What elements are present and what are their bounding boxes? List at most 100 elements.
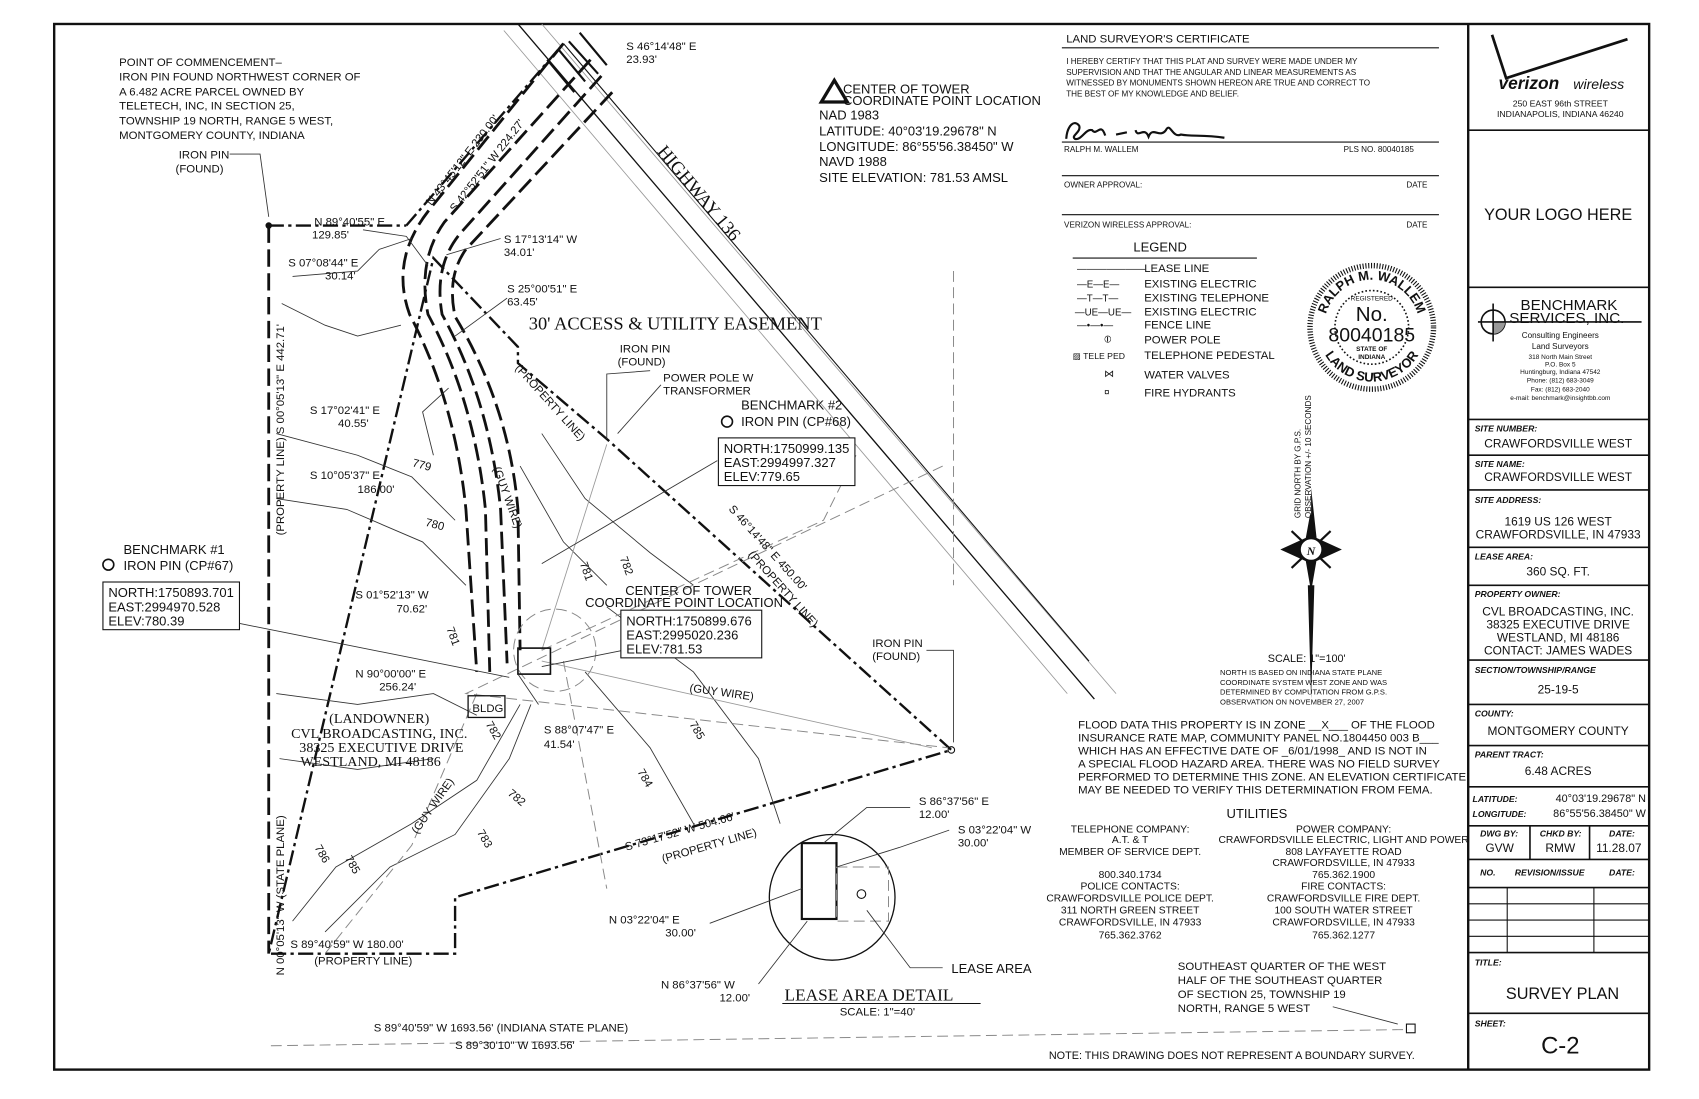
- distance-label: 129.85': [312, 230, 349, 242]
- legend-label: FIRE HYDRANTS: [1144, 388, 1236, 400]
- site-linework: [229, 23, 1416, 1047]
- center-of-tower-box: CENTER OF TOWER COORDINATE POINT LOCATIO…: [585, 583, 783, 659]
- surveyor-certificate: LAND SURVEYOR'S CERTIFICATE I HEREBY CER…: [1061, 33, 1439, 230]
- section-note: SOUTHEAST QUARTER OF THE WEST HALF OF TH…: [1178, 961, 1386, 1015]
- verizon-address: 250 EAST 96th STREET: [1513, 98, 1609, 108]
- benchmark-2: BENCHMARK #2 IRON PIN (CP#68) NORTH:1750…: [717, 398, 856, 487]
- flood-data-note: FLOOD DATA THIS PROPERTY IS IN ZONE __X_…: [1078, 719, 1466, 796]
- legend-label: EXISTING TELEPHONE: [1144, 292, 1269, 304]
- legend-label: TELEPHONE PEDESTAL: [1144, 350, 1274, 362]
- fire-line: CRAWFORDSVILLE FIRE DEPT.: [1267, 894, 1420, 905]
- certificate-text: THE BEST OF MY KNOWLEDGE AND BELIEF.: [1066, 90, 1239, 99]
- tower-note-title: CENTER OF TOWER: [843, 81, 970, 96]
- property-owner-value: WESTLAND, MI 48186: [1497, 631, 1620, 645]
- property-line-label: (PROPERTY LINE): [512, 363, 587, 444]
- contour-label: 783: [474, 828, 494, 850]
- utilities: UTILITIES TELEPHONE COMPANY: A.T. & T ME…: [1046, 806, 1468, 941]
- telephone-pedestal-icon: ▨ TELE PED: [1073, 351, 1125, 361]
- power-pole-icon: ⦶: [1103, 335, 1111, 346]
- lease-detail-circle: [768, 833, 896, 961]
- boundary-survey-note: NOTE: THIS DRAWING DOES NOT REPRESENT A …: [1049, 1050, 1415, 1062]
- bearing-label: S 46°14'48" E: [626, 41, 697, 53]
- benchmark-title: BENCHMARK #1: [124, 542, 225, 557]
- benchmark-line: 318 North Main Street: [1529, 354, 1593, 361]
- checked-by-value: RMW: [1545, 841, 1576, 855]
- distance-label: 34.01': [504, 247, 535, 259]
- power-line: CRAWFORDSVILLE ELECTRIC, LIGHT AND POWER: [1218, 835, 1468, 846]
- property-owner-value: 38325 EXECUTIVE DRIVE: [1486, 618, 1630, 632]
- certificate-text: WITNESSED BY MONUMENTS SHOWN HEREON ARE …: [1066, 79, 1370, 88]
- lease-area-value: 360 SQ. FT.: [1526, 565, 1590, 579]
- distance-label: 30.00': [958, 837, 989, 849]
- iron-pin-e-icon: [947, 746, 956, 754]
- distance-label: 30.14': [325, 271, 356, 283]
- state-plane-line-label: N 00°05'13" W (STATE PLANE): [275, 815, 287, 975]
- benchmark-name: BENCHMARK: [1521, 297, 1618, 314]
- telephone-line: 800.340.1734: [1099, 870, 1162, 881]
- bearing-labels: IRON PIN (FOUND) N 89°40'55" E 129.85' S…: [176, 41, 923, 1052]
- legend-label: WATER VALVES: [1144, 369, 1230, 381]
- north-note: NORTH IS BASED ON INDIANA STATE PLANE: [1220, 668, 1382, 677]
- seal-number: 80040185: [1328, 324, 1415, 346]
- benchmark-line: Land Surveyors: [1532, 342, 1589, 351]
- date-label: DATE:: [1609, 829, 1635, 839]
- tower-note-line: NAVD 1988: [819, 154, 887, 169]
- benchmark-title: BENCHMARK #2: [741, 398, 842, 413]
- property-owner-value: CVL BROADCASTING, INC.: [1482, 605, 1634, 619]
- distance-label: 186.00': [358, 484, 395, 496]
- building-label: BLDG.: [472, 703, 506, 715]
- bearing-label: S 01°52'13" W: [355, 589, 429, 601]
- highway-label: HIGHWAY 136: [654, 142, 745, 245]
- distance-label: 12.00': [919, 809, 950, 821]
- bearing-label: S 17°13'14" W: [504, 234, 578, 246]
- seal-no: No.: [1356, 303, 1388, 326]
- lease-area-label: LEASE AREA:: [1475, 551, 1533, 561]
- guy-wire-label: (GUY WIRE): [410, 776, 457, 836]
- benchmark-elev: ELEV:780.39: [108, 613, 184, 628]
- section-note-line: NORTH, RANGE 5 WEST: [1178, 1003, 1310, 1015]
- seal-state: STATE OF: [1356, 346, 1387, 353]
- legend-label: FENCE LINE: [1144, 319, 1211, 331]
- legend-label: LEASE LINE: [1144, 263, 1209, 275]
- telephone-line: MEMBER OF SERVICE DEPT.: [1059, 847, 1201, 858]
- building: [467, 695, 506, 719]
- north-note: COORDINATE SYSTEM WEST ZONE AND WAS: [1220, 678, 1387, 687]
- benchmark-line: Consulting Engineers: [1522, 331, 1599, 340]
- police-line: 311 NORTH GREEN STREET: [1061, 906, 1200, 917]
- cot-title: CENTER OF TOWER: [625, 583, 752, 598]
- section-note-line: OF SECTION 25, TOWNSHIP 19: [1178, 989, 1346, 1001]
- verizon-check-logo: [1490, 34, 1628, 80]
- guy-wire-label: (GUY WIRE): [490, 465, 524, 530]
- property-line-label: (PROPERTY LINE): [314, 955, 412, 967]
- power-line: CRAWFORDSVILLE, IN 47933: [1272, 858, 1415, 869]
- benchmark-icon: [720, 415, 734, 428]
- north-arrow-label: OBSERVATION +/- 10 SECONDS: [1304, 395, 1313, 518]
- guy-wire-label: (GUY WIRE): [689, 683, 755, 704]
- landowner-line: CVL BROADCASTING, INC.: [291, 726, 467, 742]
- iron-pin-label: (FOUND): [618, 356, 666, 368]
- bearing-label: S 88°07'47" E: [544, 725, 615, 737]
- state-plane-label: S 89°30'10" W 1693.56': [455, 1040, 575, 1052]
- benchmark-east: EAST:2994997.327: [724, 455, 836, 470]
- flood-line: FLOOD DATA THIS PROPERTY IS IN ZONE __X_…: [1078, 719, 1435, 731]
- bearing-label: S 17°02'41" E: [310, 405, 381, 417]
- section-note-line: HALF OF THE SOUTHEAST QUARTER: [1178, 975, 1383, 987]
- longitude-value: 86°55'56.38450" W: [1553, 808, 1647, 820]
- poc-line: MONTGOMERY COUNTY, INDIANA: [119, 130, 305, 142]
- legend: LEGEND ——————— —E—E— —T—T— —UE—UE— —•—•—…: [1073, 240, 1275, 400]
- police-line: CRAWFORDSVILLE POLICE DEPT.: [1046, 894, 1214, 905]
- north-letter: N: [1306, 544, 1316, 558]
- verizon-logo-text: verizon: [1499, 73, 1560, 93]
- drawn-by-value: GVW: [1485, 841, 1514, 855]
- lease-area-detail: S 86°37'56" E 12.00' S 03°22'04" W 30.00…: [609, 796, 1032, 1018]
- iron-pin-label: IRON PIN: [620, 343, 671, 355]
- poc-line: TELETECH, INC, IN SECTION 25,: [119, 101, 294, 113]
- certificate-text: SUPERVISION AND THAT THE ANGULAR AND LIN…: [1066, 68, 1356, 77]
- poc-line: TOWNSHIP 19 NORTH, RANGE 5 WEST,: [119, 116, 333, 128]
- legend-symbol: ———————: [1077, 264, 1146, 275]
- site-address-value: CRAWFORDSVILLE, IN 47933: [1476, 528, 1641, 542]
- distance-label: 41.54': [544, 739, 575, 751]
- tower-note-line: SITE ELEVATION: 781.53 AMSL: [819, 170, 1008, 185]
- power-line: 765.362.1900: [1312, 870, 1375, 881]
